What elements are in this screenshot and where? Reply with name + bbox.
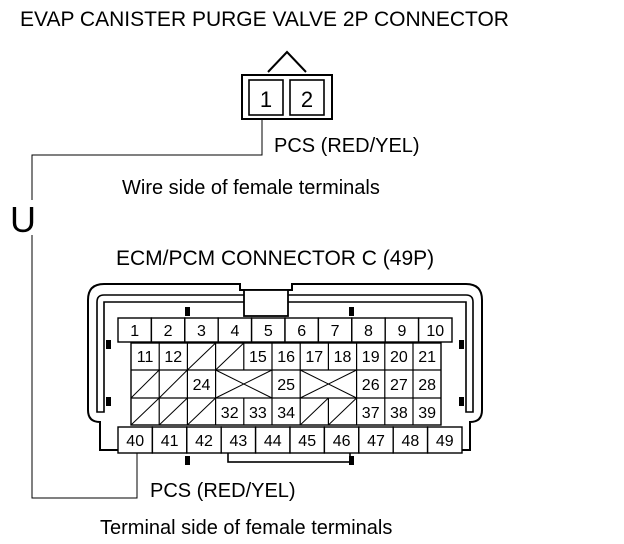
ecm-inner-rim bbox=[96, 294, 474, 413]
ecm-terminal-15: 15 bbox=[249, 349, 267, 366]
ecm-terminal-26: 26 bbox=[362, 377, 380, 394]
ecm-terminal-38: 38 bbox=[390, 405, 408, 422]
ecm-terminal-27: 27 bbox=[390, 377, 408, 394]
ecm-middle-block bbox=[130, 342, 442, 426]
ecm-terminal-cell bbox=[220, 426, 257, 454]
ecm-terminal-cell bbox=[417, 317, 453, 343]
ecm-terminal-cell bbox=[351, 317, 386, 343]
blocked-cavity-mark bbox=[215, 369, 273, 399]
ecm-terminal-9: 9 bbox=[397, 323, 406, 340]
ecm-terminal-24: 24 bbox=[193, 377, 211, 394]
ecm-key-left-lower bbox=[106, 397, 111, 406]
ecm-terminal-47: 47 bbox=[367, 433, 385, 450]
ecm-caption: Terminal side of female terminals bbox=[100, 517, 392, 539]
ecm-connector-title: ECM/PCM CONNECTOR C (49P) bbox=[116, 247, 434, 270]
test-lead-bottom bbox=[31, 235, 138, 499]
ecm-row-1: 1 2 3 4 5 6 7 8 9 10 bbox=[117, 317, 453, 343]
ecm-terminal-46: 46 bbox=[333, 433, 351, 450]
ecm-key-top-left bbox=[185, 307, 190, 316]
ecm-terminal-33: 33 bbox=[249, 405, 267, 422]
ecm-terminal-10: 10 bbox=[426, 323, 444, 340]
ecm-terminal-21: 21 bbox=[418, 349, 436, 366]
ecm-terminal-44: 44 bbox=[264, 433, 282, 450]
evap-terminal-1: 1 bbox=[260, 87, 272, 112]
evap-caption: Wire side of female terminals bbox=[122, 177, 380, 199]
ecm-terminal-19: 19 bbox=[362, 349, 380, 366]
ecm-terminal-40: 40 bbox=[126, 433, 144, 450]
ecm-terminal-45: 45 bbox=[298, 433, 316, 450]
ecm-49p-connector: 1 2 3 4 5 6 7 8 9 10 bbox=[87, 283, 483, 465]
ecm-terminal-34: 34 bbox=[277, 405, 295, 422]
ecm-terminal-cell bbox=[317, 317, 353, 343]
ecm-lock-latch bbox=[243, 289, 289, 317]
ecm-terminal-20: 20 bbox=[390, 349, 408, 366]
ecm-wire-label: PCS (RED/YEL) bbox=[150, 480, 296, 502]
ecm-key-top-right bbox=[349, 307, 354, 316]
ecm-terminal-28: 28 bbox=[418, 377, 436, 394]
ecm-middle-rows: 11 12 15 16 17 18 19 20 21 24 25 26 27 2… bbox=[130, 342, 442, 426]
ecm-terminal-cell bbox=[184, 317, 219, 343]
unused-terminal-mark bbox=[215, 342, 245, 371]
ecm-terminal-39: 39 bbox=[418, 405, 436, 422]
ecm-terminal-cell bbox=[323, 426, 360, 454]
connector-lock-tab bbox=[267, 50, 307, 73]
ecm-key-right-lower bbox=[459, 397, 464, 406]
unused-terminal-mark bbox=[328, 397, 357, 426]
ecm-terminal-42: 42 bbox=[195, 433, 213, 450]
ecm-terminal-cell bbox=[250, 317, 286, 343]
evap-connector-title: EVAP CANISTER PURGE VALVE 2P CONNECTOR bbox=[20, 8, 509, 31]
ecm-terminal-cell bbox=[217, 317, 253, 343]
ecm-terminal-cell bbox=[358, 426, 394, 454]
unused-terminal-mark bbox=[130, 369, 160, 399]
ecm-terminal-4: 4 bbox=[230, 323, 239, 340]
ecm-key-bottom-left bbox=[185, 456, 190, 465]
ecm-terminal-11: 11 bbox=[137, 349, 154, 366]
ecm-terminal-16: 16 bbox=[277, 349, 295, 366]
ecm-terminal-2: 2 bbox=[164, 323, 173, 340]
ecm-terminal-cell bbox=[289, 426, 326, 454]
ecm-terminal-37: 37 bbox=[362, 405, 380, 422]
unused-terminal-mark bbox=[187, 397, 216, 426]
ecm-terminal-12: 12 bbox=[164, 349, 182, 366]
ecm-terminal-25: 25 bbox=[277, 377, 295, 394]
ecm-terminal-7: 7 bbox=[331, 323, 340, 340]
blocked-cavity-mark bbox=[299, 369, 357, 399]
test-lead-top bbox=[31, 119, 263, 200]
unused-terminal-mark bbox=[158, 397, 188, 426]
ecm-terminal-cell bbox=[426, 426, 463, 454]
ecm-terminal-3: 3 bbox=[197, 323, 206, 340]
evap-terminal-2-cell bbox=[289, 79, 325, 116]
ecm-terminal-18: 18 bbox=[334, 349, 352, 366]
ecm-terminal-cell bbox=[117, 426, 154, 454]
ecm-terminal-32: 32 bbox=[221, 405, 239, 422]
ecm-terminal-41: 41 bbox=[161, 433, 179, 450]
ecm-row-5: 40 41 42 43 44 45 46 47 48 49 bbox=[117, 426, 463, 454]
ecm-key-left-upper bbox=[106, 340, 111, 349]
evap-terminal-2: 2 bbox=[301, 87, 313, 112]
ecm-terminal-43: 43 bbox=[230, 433, 248, 450]
ecm-terminal-cell bbox=[150, 317, 186, 343]
unused-terminal-mark bbox=[130, 397, 160, 426]
evap-wire-label: PCS (RED/YEL) bbox=[274, 135, 420, 157]
ecm-terminal-17: 17 bbox=[305, 349, 323, 366]
ecm-key-bottom-right bbox=[349, 456, 354, 465]
ecm-terminal-8: 8 bbox=[364, 323, 373, 340]
unused-terminal-mark bbox=[187, 342, 216, 371]
continuity-symbol: U bbox=[10, 199, 36, 240]
evap-terminal-1-cell bbox=[248, 79, 284, 116]
ecm-terminal-5: 5 bbox=[264, 323, 273, 340]
ecm-terminal-6: 6 bbox=[297, 323, 306, 340]
ecm-key-right-upper bbox=[459, 340, 464, 349]
ecm-terminal-48: 48 bbox=[402, 433, 420, 450]
ecm-terminal-1: 1 bbox=[130, 323, 139, 340]
unused-terminal-mark bbox=[299, 397, 329, 426]
unused-terminal-mark bbox=[158, 369, 188, 399]
evap-2p-connector: 1 2 bbox=[241, 50, 333, 120]
ecm-terminal-49: 49 bbox=[436, 433, 454, 450]
